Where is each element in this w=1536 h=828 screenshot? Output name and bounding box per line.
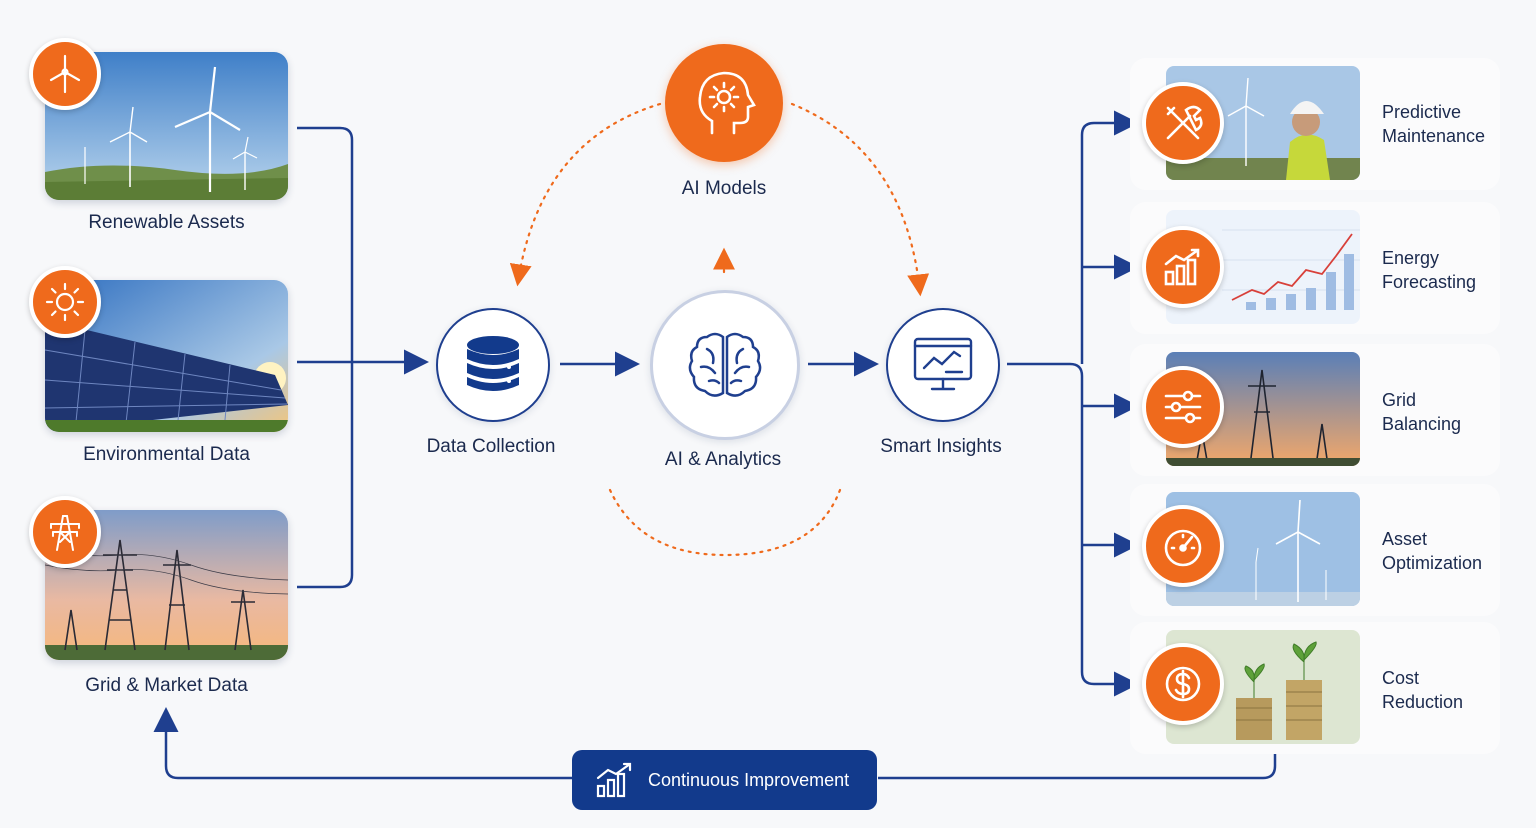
renewable-assets-image	[45, 52, 288, 200]
source-label-renewable: Renewable Assets	[88, 212, 245, 233]
sun-icon	[29, 266, 101, 338]
ai-analytics-node	[650, 290, 800, 440]
cost-reduction-image	[1166, 630, 1360, 744]
ai-analytics-label: AI & Analytics	[664, 449, 782, 470]
smart-insights-node	[886, 308, 1000, 422]
brain-icon	[688, 332, 762, 397]
bar-chart-icon	[1142, 226, 1224, 308]
source-label-environmental: Environmental Data	[83, 444, 250, 465]
source-label-grid-market: Grid & Market Data	[85, 675, 248, 696]
continuous-improvement-box: Continuous Improvement	[572, 750, 877, 810]
head-gear-icon	[698, 71, 756, 135]
monitor-chart-icon	[913, 337, 973, 391]
growth-chart-icon	[596, 762, 632, 798]
wind-turbine-icon	[29, 38, 101, 110]
tools-icon	[1142, 82, 1224, 164]
sliders-icon	[1142, 366, 1224, 448]
ai-models-node	[665, 44, 783, 162]
power-tower-icon	[29, 496, 101, 568]
dollar-icon	[1142, 643, 1224, 725]
data-collection-node	[436, 308, 550, 422]
smart-insights-label: Smart Insights	[880, 436, 1002, 457]
gauge-icon	[1142, 505, 1224, 587]
continuous-improvement-label: Continuous Improvement	[648, 769, 850, 790]
ai-models-label: AI Models	[681, 178, 767, 199]
data-collection-label: Data Collection	[426, 436, 556, 457]
database-icon	[467, 336, 519, 391]
